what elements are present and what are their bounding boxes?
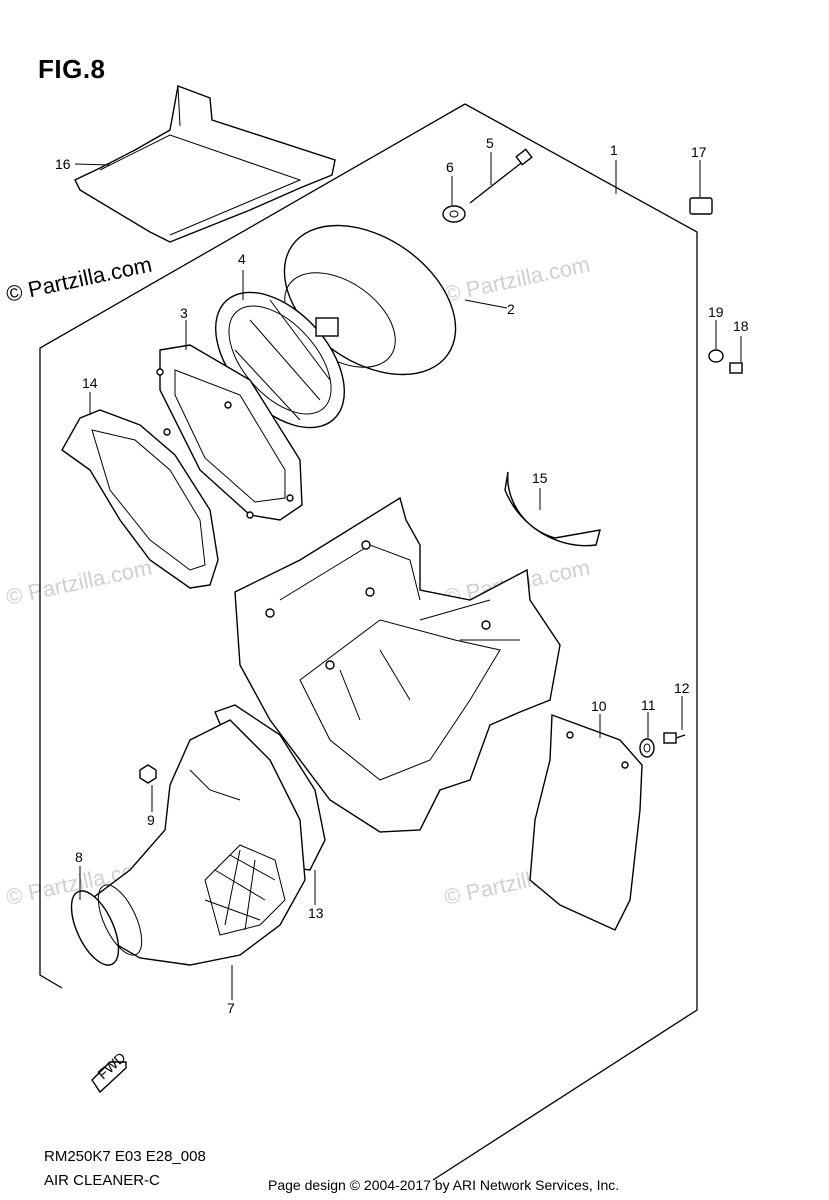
figure-title: FIG.8 [38,54,106,84]
callout-16: 16 [55,156,71,172]
part-8-clamp [70,884,143,966]
watermark-partzilla-2: © Partzilla.com [4,555,154,610]
callout-11: 11 [641,697,656,713]
part-10-mud-flap [529,714,643,931]
callout-3: 3 [180,305,188,321]
callout-7: 7 [227,1000,235,1016]
forward-direction-arrow: FWD [91,1049,129,1094]
air-box-housing [234,496,561,833]
part-5-bolt [469,148,533,204]
part-14-gasket [61,409,219,589]
assembly-outline [432,103,698,1181]
section-name: AIR CLEANER-C [44,1172,160,1189]
part-19-washer [708,349,724,363]
callout-4: 4 [238,251,246,267]
callout-17: 17 [691,144,707,160]
callout-13: 13 [308,905,324,921]
callout-14: 14 [82,375,98,391]
callout-leaders [74,152,742,1000]
part-6-washer [442,205,466,223]
part-15-seal-strip [504,471,601,547]
part-7-intake-duct [89,719,306,966]
copyright-notice: Page design © 2004-2017 by ARI Network S… [268,1177,620,1193]
callout-12: 12 [674,680,690,696]
part-18-bolt [729,362,743,374]
part-9-nut [139,764,157,784]
part-16-cover [74,85,336,243]
callout-18: 18 [733,318,749,334]
part-3-gasket-frame [156,344,303,521]
callout-15: 15 [532,470,548,486]
watermark-partzilla-1: © Partzilla.com [442,252,592,307]
watermark-partzilla-dark: © Partzilla.com [4,252,154,307]
callout-9: 9 [147,812,155,828]
callout-8: 8 [75,849,83,865]
callout-6: 6 [446,159,454,175]
callout-19: 19 [708,304,724,320]
callout-10: 10 [591,698,607,714]
part-11-washer [639,738,655,758]
model-code: RM250K7 E03 E28_008 [44,1148,206,1165]
callout-2: 2 [507,301,515,317]
assembly-outline-left [39,103,466,989]
callout-5: 5 [486,135,494,151]
callout-1: 1 [610,142,618,158]
part-17-clip [689,197,713,215]
part-12-bolt [663,732,686,744]
